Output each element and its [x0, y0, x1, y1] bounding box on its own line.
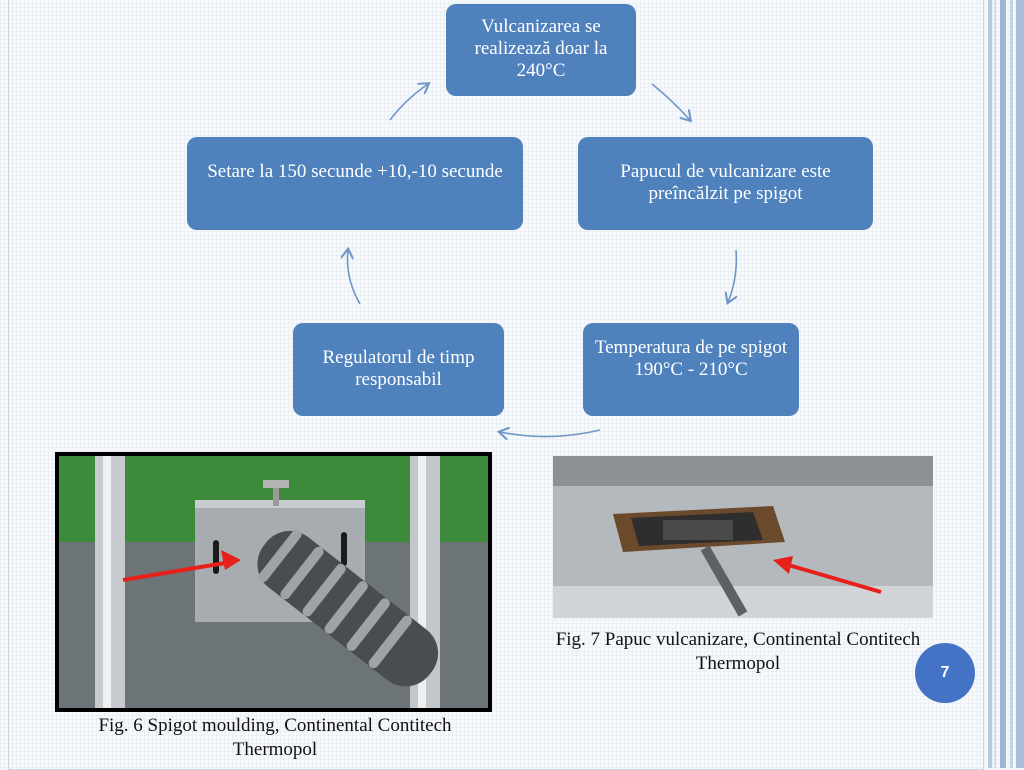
page-number-badge: 7: [915, 643, 975, 703]
arrow-right-to-bottom-right: [728, 249, 736, 302]
arrow-bottom-right-to-bottom-left: [500, 430, 601, 437]
arrow-bottom-left-to-left: [348, 250, 361, 305]
spigot-moulding-image: [59, 456, 488, 708]
arrow-top-to-right: [651, 83, 690, 120]
cycle-node-right: Papucul de vulcanizare este preîncălzit …: [578, 137, 873, 230]
right-decoration: [984, 0, 1024, 768]
vulcanizing-shoe-image: [553, 456, 933, 618]
fig7-caption: Fig. 7 Papuc vulcanizare, Continental Co…: [555, 629, 921, 674]
arrow-left-to-top: [389, 84, 428, 121]
fig6-photo: [55, 452, 492, 712]
cycle-node-bottom-right: Temperatura de pe spigot 190°C - 210°C: [583, 323, 799, 416]
cycle-node-top: Vulcanizarea se realizează doar la 240°C: [446, 4, 636, 96]
fig6-caption: Fig. 6 Spigot moulding, Continental Cont…: [98, 715, 452, 760]
fig7-photo: [553, 456, 933, 618]
cycle-node-left: Setare la 150 secunde +10,-10 secunde: [187, 137, 523, 230]
cycle-node-bottom-left: Regulatorul de timp responsabil: [293, 323, 504, 416]
cycle-arrows: [0, 0, 1024, 460]
